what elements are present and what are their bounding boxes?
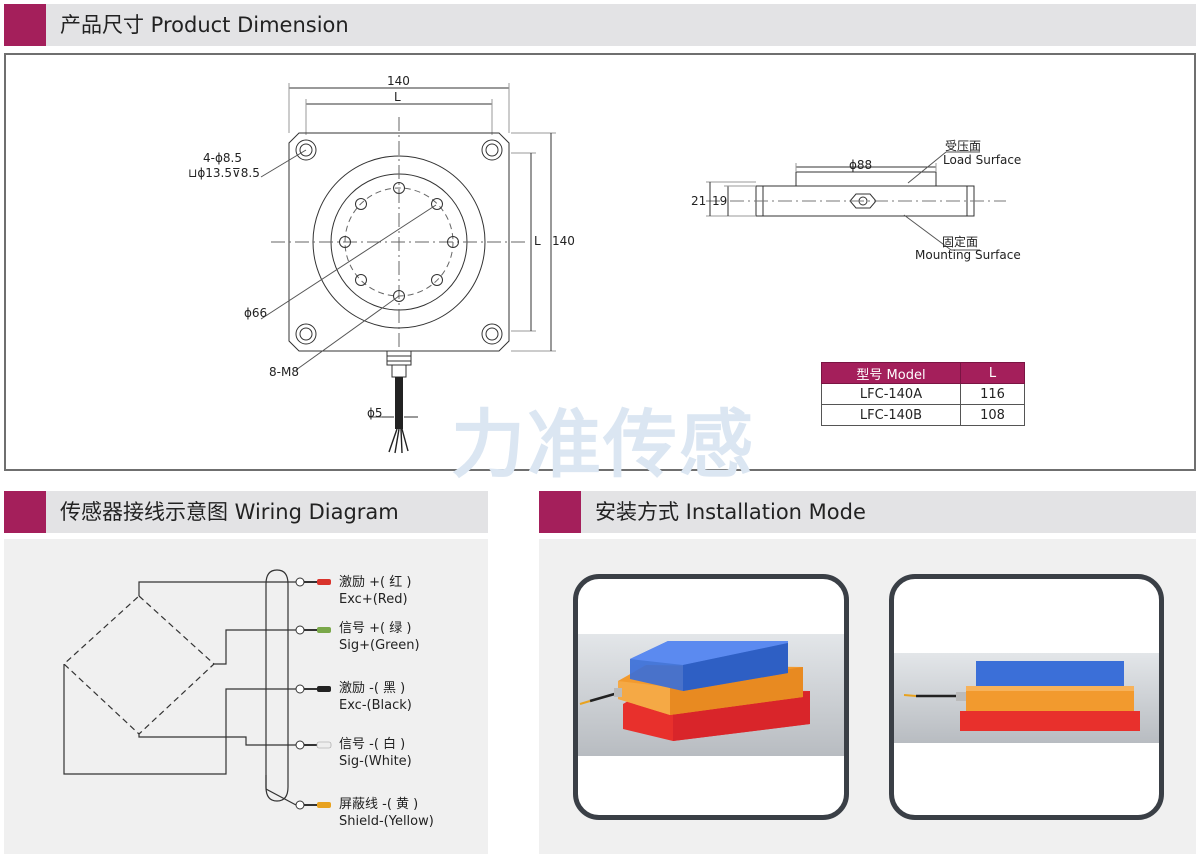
bridge-diamond	[63, 595, 215, 735]
l-value-cell: 108	[960, 404, 1025, 426]
section-accent-tab	[539, 491, 581, 533]
dimension-drawing: 140 L 4-ϕ8.5 ⊔ϕ13.5⊽8.5 L 140 ϕ66 8-M8 ϕ…	[188, 74, 1021, 454]
label-cable-dia: ϕ5	[367, 406, 383, 420]
wire-label-cn: 激励 +( 红 )	[339, 575, 412, 590]
installation-panel	[539, 539, 1196, 854]
model-table: 型号 Model L LFC-140A 116 LFC-140B 108	[821, 362, 1025, 426]
install-section-title: 安装方式 Installation Mode	[595, 500, 866, 524]
label-140-top: 140	[387, 74, 410, 88]
wire-label-sig-minus: 信号 -( 白 ) Sig-(White)	[339, 736, 412, 770]
label-L-side: L	[534, 234, 541, 248]
sensor-cable	[388, 377, 409, 454]
install-image-side	[889, 574, 1164, 820]
model-cell: LFC-140B	[821, 404, 961, 426]
dimension-section-title: 产品尺寸 Product Dimension	[60, 13, 349, 37]
brand-watermark: 力准传感	[451, 402, 755, 488]
bolt-holes-m8	[339, 182, 459, 302]
wire-label-exc-minus: 激励 -( 黑 ) Exc-(Black)	[339, 680, 412, 714]
label-dia-66: ϕ66	[244, 306, 267, 320]
model-cell: LFC-140A	[821, 383, 961, 405]
label-hole-spec-1: 4-ϕ8.5	[203, 151, 242, 165]
label-hole-spec-2: ⊔ϕ13.5⊽8.5	[188, 166, 260, 180]
wire-label-cn: 屏蔽线 -( 黄 )	[339, 797, 419, 812]
wiring-section-title: 传感器接线示意图 Wiring Diagram	[60, 500, 399, 524]
wire-label-en: Sig+(Green)	[339, 638, 420, 653]
table-row: LFC-140A 116	[821, 383, 1025, 405]
label-load-surface-en: Load Surface	[943, 153, 1021, 167]
label-140-side: 140	[552, 234, 575, 248]
wire-tips	[295, 577, 332, 810]
model-table-header-row: 型号 Model L	[821, 362, 1025, 384]
wire-label-en: Sig-(White)	[339, 754, 412, 769]
wire-tip-yellow	[317, 802, 331, 808]
wire-label-en: Exc-(Black)	[339, 698, 412, 713]
wire-tip-green	[317, 627, 331, 633]
wire-tip-black	[317, 686, 331, 692]
install-section-header: 安装方式 Installation Mode	[539, 491, 1196, 533]
label-load-surface-cn: 受压面	[945, 139, 981, 153]
wire-tip-red	[317, 579, 331, 585]
label-dia-88: ϕ88	[849, 158, 872, 172]
dimension-drawing-panel: 140 L 4-ϕ8.5 ⊔ϕ13.5⊽8.5 L 140 ϕ66 8-M8 ϕ…	[4, 53, 1196, 488]
wire-label-shield: 屏蔽线 -( 黄 ) Shield-(Yellow)	[339, 796, 434, 830]
wiring-diagram-panel: 激励 +( 红 ) Exc+(Red) 信号 +( 绿 ) Sig+(Green…	[4, 539, 488, 854]
wire-label-exc-plus: 激励 +( 红 ) Exc+(Red)	[339, 574, 411, 608]
section-accent-tab	[4, 491, 46, 533]
wire-label-cn: 信号 +( 绿 )	[339, 621, 412, 636]
label-8-m8: 8-M8	[269, 365, 299, 379]
label-height-21: 21	[691, 194, 706, 208]
mounting-holes	[295, 139, 503, 345]
wire-label-sig-plus: 信号 +( 绿 ) Sig+(Green)	[339, 620, 420, 654]
wiring-section-header: 传感器接线示意图 Wiring Diagram	[4, 491, 488, 533]
model-table-header-model: 型号 Model	[821, 362, 961, 384]
sensor-plate-outline	[288, 132, 510, 352]
wiring-diagram	[63, 569, 332, 810]
section-accent-tab	[4, 4, 46, 46]
wire-label-cn: 激励 -( 黑 )	[339, 681, 406, 696]
model-table-header-l: L	[960, 362, 1025, 384]
wire-label-cn: 信号 -( 白 )	[339, 737, 406, 752]
wire-tip-white	[316, 741, 332, 749]
label-height-19: 19	[712, 194, 727, 208]
sensor-side-view	[706, 151, 1006, 251]
label-mounting-surface-en: Mounting Surface	[915, 248, 1021, 262]
wire-label-en: Shield-(Yellow)	[339, 814, 434, 829]
wire-label-en: Exc+(Red)	[339, 592, 408, 607]
dimension-section-header: 产品尺寸 Product Dimension	[4, 4, 1196, 46]
l-value-cell: 116	[960, 383, 1025, 405]
table-row: LFC-140B 108	[821, 404, 1025, 426]
label-L-top: L	[394, 90, 401, 104]
label-mounting-surface-cn: 固定面	[942, 234, 978, 249]
install-image-isometric	[573, 574, 849, 820]
